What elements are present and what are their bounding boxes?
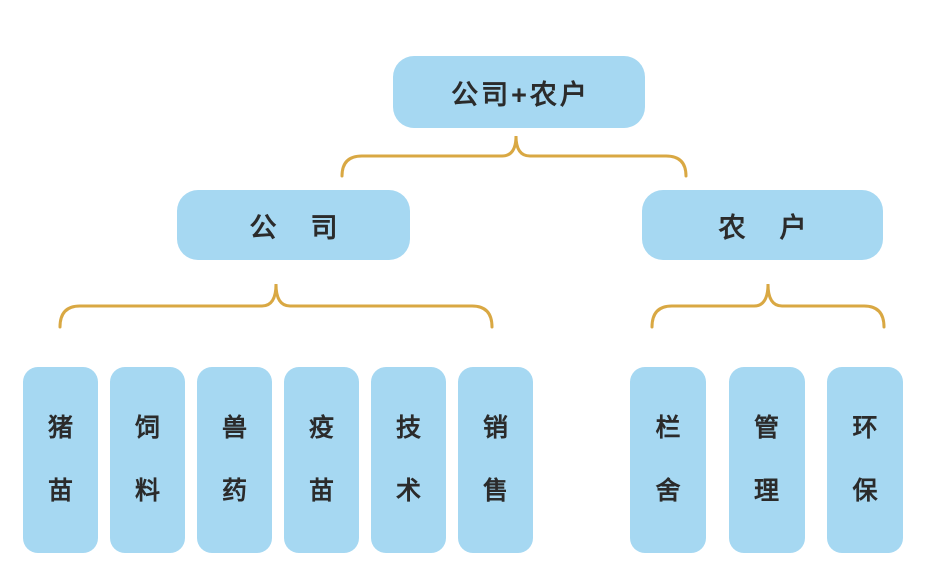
- leaf-node: 销 售: [458, 367, 533, 553]
- brace-root-connector-path: [340, 135, 688, 178]
- node-company-label: 公司: [249, 212, 372, 243]
- brace-company-connector: [58, 283, 494, 329]
- leaf-node-label: 兽 药: [221, 414, 247, 505]
- leaf-node: 疫 苗: [284, 367, 359, 553]
- brace-farmer-connector-path: [650, 283, 886, 329]
- leaf-node-label: 栏 舍: [655, 414, 681, 505]
- node-company: 公司: [177, 190, 410, 260]
- brace-company-connector-path: [58, 283, 494, 329]
- node-company-plus-farmer: 公司+农户: [393, 56, 645, 128]
- brace-farmer-connector: [650, 283, 886, 329]
- leaf-node: 技 术: [371, 367, 446, 553]
- leaf-node-label: 销 售: [482, 414, 508, 505]
- leaf-node: 猪 苗: [23, 367, 98, 553]
- leaf-node-label: 猪 苗: [47, 414, 73, 505]
- farmer-leaf-row: 栏 舍管 理环 保: [630, 367, 903, 553]
- leaf-node-label: 疫 苗: [308, 414, 334, 505]
- leaf-node-label: 环 保: [852, 414, 878, 505]
- company-leaf-row: 猪 苗饲 料兽 药疫 苗技 术销 售: [23, 367, 533, 553]
- leaf-node-label: 技 术: [395, 414, 421, 505]
- node-farmer: 农户: [642, 190, 883, 260]
- leaf-node-label: 饲 料: [134, 414, 160, 505]
- leaf-node-label: 管 理: [753, 414, 779, 505]
- node-company-plus-farmer-label: 公司+农户: [451, 79, 590, 110]
- node-farmer-label: 农户: [718, 212, 841, 243]
- leaf-node: 栏 舍: [630, 367, 706, 553]
- leaf-node: 管 理: [728, 367, 805, 553]
- leaf-node: 环 保: [827, 367, 903, 553]
- leaf-node: 饲 料: [110, 367, 185, 553]
- brace-root-connector: [340, 135, 688, 178]
- leaf-node: 兽 药: [197, 367, 272, 553]
